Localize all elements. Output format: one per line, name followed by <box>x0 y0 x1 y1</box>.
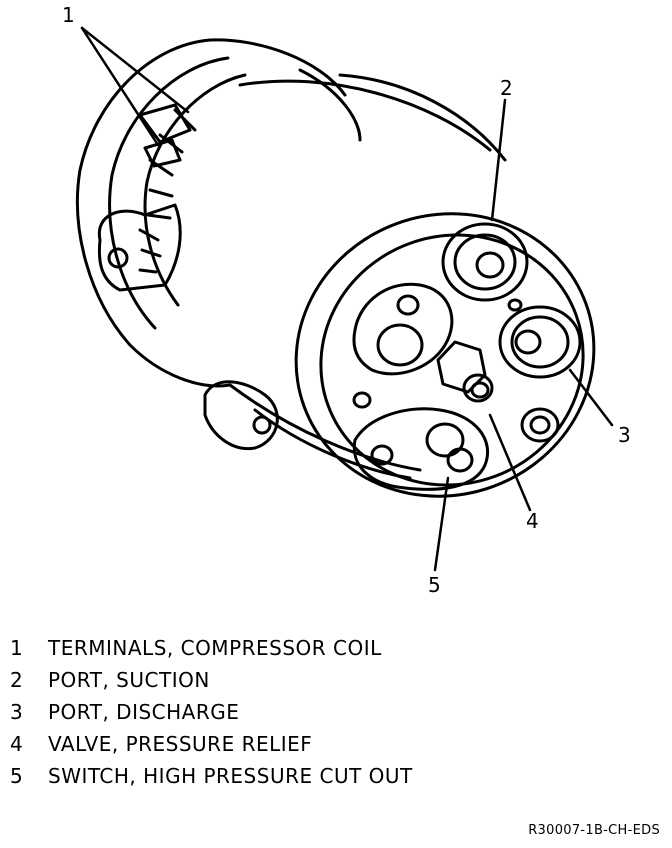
parts-legend: 1 TERMINALS, COMPRESSOR COIL 2 PORT, SUCTI… <box>10 632 630 792</box>
callout-2: 2 <box>500 76 513 100</box>
callout-3: 3 <box>618 423 631 447</box>
discharge-port <box>498 305 582 379</box>
compressor-body <box>228 68 507 480</box>
callout-5: 5 <box>428 573 441 597</box>
mounting-ear-left <box>97 203 182 292</box>
rear-head <box>294 212 596 498</box>
figure-id: R30007-1B-CH-EDS <box>528 823 660 838</box>
legend-number: 5 <box>10 764 23 788</box>
coil-terminals <box>138 103 192 168</box>
mounting-ear-lower <box>203 380 279 451</box>
legend-label: PORT, DISCHARGE <box>48 700 240 724</box>
legend-label: PORT, SUCTION <box>48 668 210 692</box>
legend-item: 5 SWITCH, HIGH PRESSURE CUT OUT <box>10 760 630 792</box>
legend-number: 2 <box>10 668 23 692</box>
legend-label: TERMINALS, COMPRESSOR COIL <box>48 636 382 660</box>
legend-label: VALVE, PRESSURE RELIEF <box>48 732 313 756</box>
compressor-diagram: 1 2 3 4 5 <box>62 3 631 597</box>
leader-lines <box>80 26 614 572</box>
callout-1: 1 <box>62 3 75 27</box>
legend-label: SWITCH, HIGH PRESSURE CUT OUT <box>48 764 413 788</box>
pressure-relief-valve <box>436 340 494 403</box>
pressure-switch <box>352 407 490 491</box>
callout-4: 4 <box>526 509 539 533</box>
legend-number: 1 <box>10 636 23 660</box>
legend-item: 2 PORT, SUCTION <box>10 664 630 696</box>
legend-item: 1 TERMINALS, COMPRESSOR COIL <box>10 632 630 664</box>
port-plate <box>352 282 523 409</box>
legend-number: 4 <box>10 732 23 756</box>
legend-item: 3 PORT, DISCHARGE <box>10 696 630 728</box>
legend-number: 3 <box>10 700 23 724</box>
legend-item: 4 VALVE, PRESSURE RELIEF <box>10 728 630 760</box>
clutch-pulley <box>76 38 347 388</box>
suction-port <box>441 222 529 302</box>
rear-bolt <box>520 407 560 443</box>
